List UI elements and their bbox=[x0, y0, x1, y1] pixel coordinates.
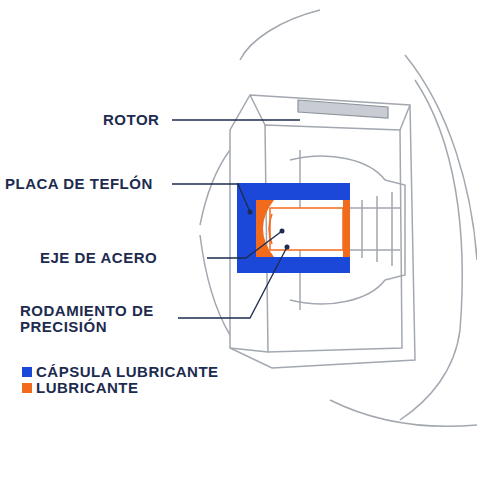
legend-text: LUBRICANTE bbox=[36, 380, 139, 396]
legend-text: CÁPSULA LUBRICANTE bbox=[36, 364, 219, 380]
legend-swatch bbox=[22, 383, 32, 393]
part-label: PLACA DE TEFLÓN bbox=[5, 176, 173, 192]
part-label: EJE DE ACERO bbox=[40, 250, 208, 266]
part-label: ROTOR bbox=[103, 112, 171, 128]
part-label: RODAMIENTO DE PRECISIÓN bbox=[20, 303, 178, 335]
legend-swatch bbox=[22, 367, 32, 377]
